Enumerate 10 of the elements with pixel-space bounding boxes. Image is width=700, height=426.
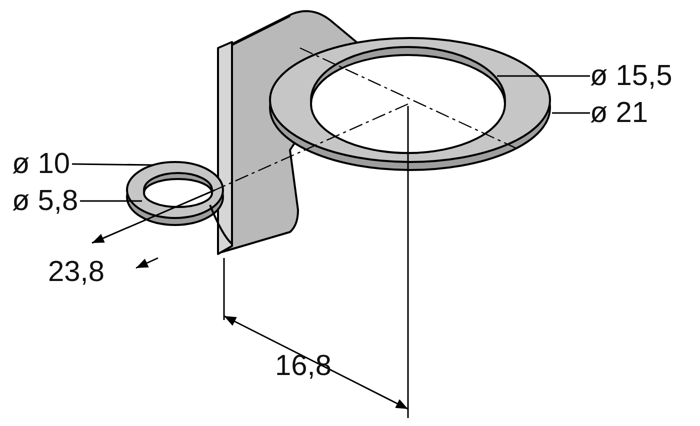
leader-line <box>497 75 590 77</box>
dimension-text: ø 10 <box>12 148 72 180</box>
dimension-text: ø 5,8 <box>12 185 80 217</box>
leader-line <box>80 200 142 202</box>
dimension-text: 16,8 <box>275 350 332 382</box>
dimension-text: ø 21 <box>590 97 660 129</box>
dimension-text: 23,8 <box>48 256 104 288</box>
leader-line <box>552 112 590 114</box>
leader-line <box>72 163 152 166</box>
dimension-text: ø 15,5 <box>590 60 690 92</box>
